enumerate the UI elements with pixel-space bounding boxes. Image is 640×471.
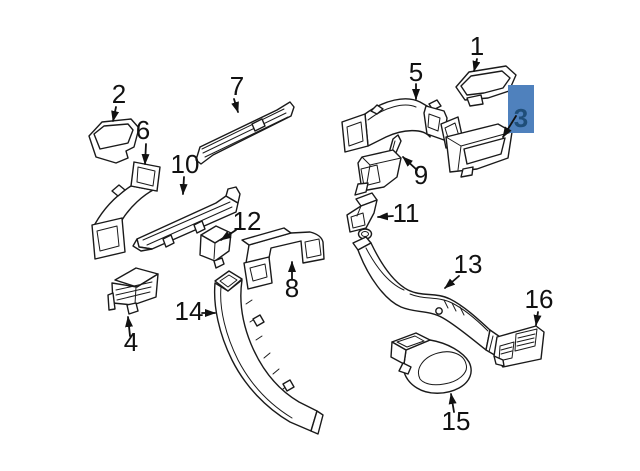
arrow-7 — [231, 98, 239, 113]
callout-arrows — [111, 58, 542, 413]
arrow-6 — [141, 143, 150, 165]
part-1-vent-drawing — [455, 65, 517, 107]
callout-4[interactable]: 4 — [124, 327, 138, 357]
part-16-vent-drawing — [493, 325, 545, 368]
callout-7[interactable]: 7 — [230, 71, 244, 101]
arrow-11 — [377, 212, 394, 221]
arrow-12 — [220, 229, 237, 241]
part-4-vent-drawing — [107, 267, 159, 315]
callout-2[interactable]: 2 — [112, 79, 126, 109]
arrow-16 — [533, 311, 542, 326]
callout-6[interactable]: 6 — [136, 115, 150, 145]
arrow-15 — [448, 393, 457, 413]
arrow-1 — [472, 58, 481, 72]
arrow-2 — [111, 106, 120, 122]
callout-15[interactable]: 15 — [442, 406, 471, 436]
part-2-vent-drawing — [88, 118, 140, 164]
callout-3-highlighted[interactable]: 3 — [514, 103, 528, 133]
arrow-9 — [402, 156, 418, 171]
highlight-box-part-3[interactable] — [508, 85, 534, 133]
callout-9[interactable]: 9 — [414, 160, 428, 190]
arrow-10 — [179, 176, 188, 195]
part-10-duct-drawing — [132, 186, 241, 252]
callout-16[interactable]: 16 — [525, 284, 554, 314]
part-12-adapter-drawing — [199, 225, 232, 269]
part-9-bracket-drawing — [354, 134, 402, 196]
callout-14[interactable]: 14 — [175, 296, 204, 326]
callout-1[interactable]: 1 — [470, 31, 484, 61]
callout-5[interactable]: 5 — [409, 57, 423, 87]
arrow-13 — [444, 275, 460, 289]
callout-12[interactable]: 12 — [233, 206, 262, 236]
part-15-rear-duct-end-drawing — [390, 332, 472, 394]
part-14-floor-duct-drawing — [213, 270, 324, 435]
part-3-vent-drawing — [440, 116, 513, 178]
part-11-elbow-drawing — [346, 192, 378, 233]
arrow-4 — [125, 316, 134, 337]
part-6-duct-drawing — [91, 161, 161, 260]
part-7-defroster-grille-drawing — [195, 101, 295, 165]
callout-10[interactable]: 10 — [171, 149, 200, 179]
callout-11[interactable]: 11 — [393, 198, 420, 228]
callout-13[interactable]: 13 — [454, 249, 483, 279]
callout-8[interactable]: 8 — [285, 273, 299, 303]
arrow-3 — [502, 115, 517, 138]
part-8-center-duct-drawing — [241, 227, 325, 290]
